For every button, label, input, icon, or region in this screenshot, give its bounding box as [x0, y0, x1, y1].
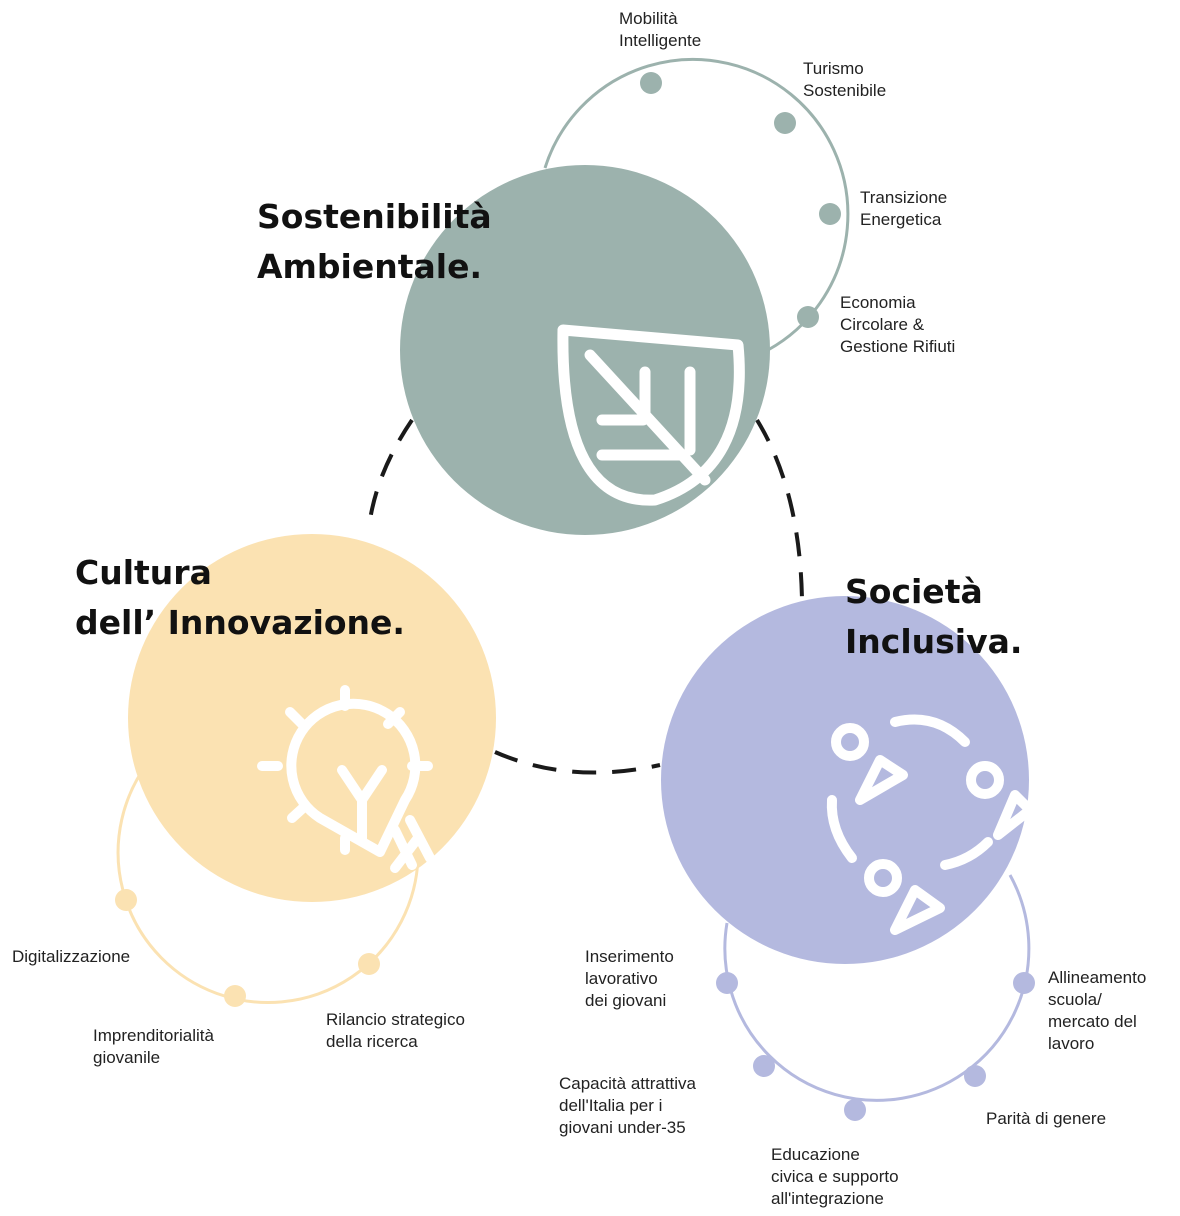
label-inserimento: Inserimento lavorativo dei giovani [585, 947, 674, 1010]
cultura-title: Cultura dell’ Innovazione. [75, 553, 405, 642]
societa-big-circle [661, 596, 1029, 964]
societa-orbit [723, 874, 1031, 1102]
orbit-dot-mobilita [640, 72, 662, 94]
label-transizione: Transizione Energetica [860, 188, 948, 229]
orbit-dot-rilancio [358, 953, 380, 975]
label-turismo: Turismo Sostenibile [803, 59, 887, 100]
label-economia: Economia Circolare & Gestione Rifiuti [840, 293, 956, 356]
orbit-dot-imprenditorialita [224, 985, 246, 1007]
sostenibilita-title: Sostenibilità Ambientale. [257, 197, 492, 286]
lightbulb-icon [257, 685, 435, 873]
leaf-icon [557, 324, 745, 506]
label-capacita: Capacità attrattiva dell'Italia per i gi… [559, 1074, 697, 1137]
orbit-dot-digitalizzazione [115, 889, 137, 911]
societa-title: Società Inclusiva. [845, 572, 1023, 661]
label-allineamento: Allineamento scuola/ mercato del lavoro [1048, 968, 1147, 1053]
dashed-connector-left [368, 418, 414, 521]
orbit-dot-allineamento [1013, 972, 1035, 994]
label-digitalizzazione: Digitalizzazione [12, 947, 131, 966]
orbit-dot-economia [797, 306, 819, 328]
people-icon [826, 714, 1035, 935]
label-parita: Parità di genere [986, 1109, 1107, 1128]
orbit-dot-transizione [819, 203, 841, 225]
cultura-orbit [116, 759, 420, 1004]
label-mobilita: Mobilità Intelligente [619, 9, 702, 50]
orbit-dot-turismo [774, 112, 796, 134]
orbit-dot-educazione [844, 1099, 866, 1121]
label-imprenditorialita: Imprenditorialità giovanile [93, 1026, 214, 1067]
dashed-connector-right [755, 418, 804, 601]
label-rilancio: Rilancio strategico della ricerca [326, 1010, 465, 1051]
orbit-dot-capacita [753, 1055, 775, 1077]
label-educazione: Educazione civica e supporto all'integra… [771, 1145, 899, 1208]
sostenibilita-orbit [543, 57, 850, 352]
orbit-dot-parita [964, 1065, 986, 1087]
orbit-dot-inserimento [716, 972, 738, 994]
dashed-connector-bottom [494, 750, 661, 775]
